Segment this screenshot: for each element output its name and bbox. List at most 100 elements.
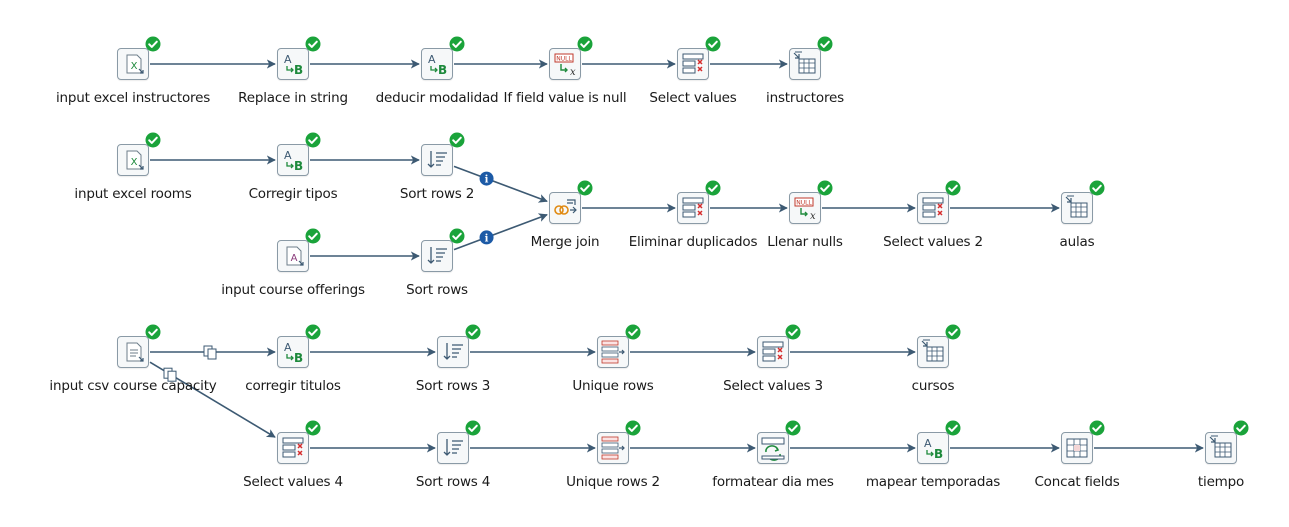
step-box[interactable]: [549, 192, 581, 224]
step-tiempo[interactable]: [1205, 420, 1249, 464]
step-select-values[interactable]: [677, 36, 721, 80]
svg-text:A: A: [291, 253, 298, 264]
step-eliminar-duplicados[interactable]: [677, 180, 721, 224]
step-label: deducir modalidad: [375, 90, 499, 106]
info-icon[interactable]: i: [479, 171, 494, 186]
step-select-values-4[interactable]: [277, 420, 321, 464]
step-label: Unique rows 2: [566, 474, 660, 490]
step-box[interactable]: [421, 144, 453, 176]
success-check-icon: [305, 132, 321, 148]
svg-text:B: B: [294, 351, 303, 365]
step-label: Merge join: [530, 234, 600, 250]
svg-text:B: B: [294, 159, 303, 173]
step-box[interactable]: [437, 336, 469, 368]
svg-text:A: A: [284, 341, 292, 354]
step-input-excel-instructores[interactable]: X: [117, 36, 161, 80]
step-select-values-3[interactable]: [757, 324, 801, 368]
hop-arrow[interactable]: [453, 165, 548, 203]
step-label: Corregir tipos: [248, 186, 338, 202]
sort-rows-icon: [427, 151, 447, 168]
step-label: cursos: [911, 378, 955, 394]
step-cursos[interactable]: [917, 324, 961, 368]
step-label: Select values: [649, 90, 737, 106]
select-values-icon: [682, 53, 704, 74]
step-merge-join[interactable]: [549, 180, 593, 224]
step-box[interactable]: [277, 336, 309, 368]
success-check-icon: [305, 36, 321, 52]
table-output-icon: [1209, 435, 1232, 458]
step-input-csv-course-capacity[interactable]: [117, 324, 161, 368]
step-formatear-dia-mes[interactable]: [757, 420, 801, 464]
step-aulas[interactable]: [1061, 180, 1105, 224]
step-if-field-value-is-null[interactable]: NULL x: [549, 36, 593, 80]
table-output-icon: [1065, 195, 1088, 218]
step-label: instructores: [766, 90, 844, 106]
step-box[interactable]: [421, 48, 453, 80]
step-box[interactable]: [437, 432, 469, 464]
success-check-icon: [305, 420, 321, 436]
step-instructores[interactable]: [789, 36, 833, 80]
success-check-icon: [449, 132, 465, 148]
csv-input-icon: [126, 342, 144, 362]
svg-text:X: X: [131, 61, 138, 72]
step-label: mapear temporadas: [865, 474, 1001, 490]
step-box[interactable]: [549, 48, 581, 80]
success-check-icon: [705, 36, 721, 52]
step-corregir-tipos[interactable]: A B: [277, 132, 321, 176]
step-box[interactable]: [277, 144, 309, 176]
step-label: input course offerings: [221, 282, 365, 298]
step-replace-in-string[interactable]: A B: [277, 36, 321, 80]
step-box[interactable]: [117, 336, 149, 368]
select-values-icon: [282, 437, 304, 458]
step-label: tiempo: [1197, 474, 1245, 490]
step-sort-rows-2[interactable]: [421, 132, 465, 176]
svg-text:A: A: [284, 53, 292, 66]
step-label: Llenar nulls: [767, 234, 843, 250]
step-llenar-nulls[interactable]: NULL x: [789, 180, 833, 224]
success-check-icon: [705, 180, 721, 196]
step-sort-rows-3[interactable]: [437, 324, 481, 368]
step-input-course-offerings[interactable]: A: [277, 228, 321, 272]
success-check-icon: [145, 324, 161, 340]
step-mapear-temporadas[interactable]: A B: [917, 420, 961, 464]
step-sort-rows-4[interactable]: [437, 420, 481, 464]
replace-string-icon: A B: [428, 53, 447, 77]
step-label: Eliminar duplicados: [628, 234, 758, 250]
step-box[interactable]: [789, 192, 821, 224]
svg-text:A: A: [284, 149, 292, 162]
step-label: corregir titulos: [245, 378, 341, 394]
step-label: Concat fields: [1034, 474, 1120, 490]
step-box[interactable]: [917, 432, 949, 464]
hop-arrow[interactable]: [453, 213, 548, 251]
replace-string-icon: A B: [284, 53, 303, 77]
step-corregir-titulos[interactable]: A B: [277, 324, 321, 368]
step-label: Select values 2: [883, 234, 983, 250]
step-concat-fields[interactable]: [1061, 420, 1105, 464]
step-unique-rows[interactable]: [597, 324, 641, 368]
success-check-icon: [945, 180, 961, 196]
unique-rows-icon: [601, 340, 625, 364]
svg-text:B: B: [934, 447, 943, 461]
step-box[interactable]: [757, 336, 789, 368]
step-deducir-modalidad[interactable]: A B: [421, 36, 465, 80]
step-unique-rows-2[interactable]: [597, 420, 641, 464]
svg-text:A: A: [924, 437, 932, 450]
info-icon[interactable]: i: [479, 230, 494, 245]
step-label: aulas: [1059, 234, 1095, 250]
step-box[interactable]: [277, 432, 309, 464]
step-input-excel-rooms[interactable]: X: [117, 132, 161, 176]
excel-input-icon: X: [126, 150, 144, 170]
select-values-icon: [682, 197, 704, 218]
svg-text:B: B: [438, 63, 447, 77]
success-check-icon: [817, 180, 833, 196]
step-select-values-2[interactable]: [917, 180, 961, 224]
step-box[interactable]: [421, 240, 453, 272]
copy-icon[interactable]: [203, 345, 217, 360]
copy-icon[interactable]: [163, 367, 177, 382]
success-check-icon: [625, 324, 641, 340]
step-box[interactable]: [277, 48, 309, 80]
sort-rows-icon: [443, 439, 463, 456]
step-label: input excel instructores: [55, 90, 211, 106]
step-sort-rows[interactable]: [421, 228, 465, 272]
